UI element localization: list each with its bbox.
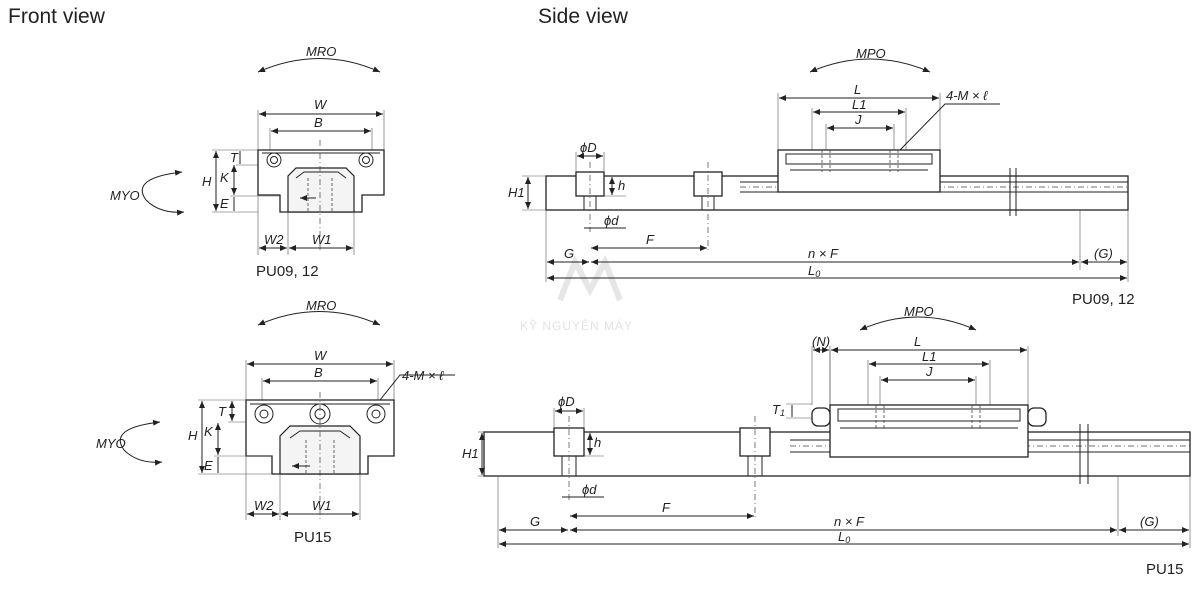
- roll-moment-arrow-small: [257, 58, 381, 73]
- dim-W1-large: W1: [312, 498, 332, 513]
- dim-H1-large: H1: [462, 446, 479, 461]
- pitch-moment-label-small: MPO: [856, 46, 886, 61]
- dim-N: (N): [812, 334, 830, 349]
- yaw-moment-label-small: MYO: [110, 188, 140, 203]
- dim-phiD-small: ϕD: [580, 140, 597, 155]
- dim-L-large: L: [914, 334, 921, 349]
- front-view-title: Front view: [8, 5, 105, 28]
- dim-G-large: G: [530, 514, 540, 529]
- screw-label-side: 4-M × ℓ: [946, 88, 988, 103]
- yaw-moment-arrow-small: [141, 169, 185, 216]
- dim-B-small: B: [314, 115, 323, 130]
- carriage-block-side-large: [829, 404, 1029, 458]
- dim-K-small: K: [220, 170, 230, 185]
- dim-E-large: E: [204, 458, 213, 473]
- dim-phid-large: ϕd: [582, 482, 597, 497]
- dim-H-large: H: [188, 428, 198, 443]
- dim-K-large: K: [204, 424, 214, 439]
- pitch-moment-arrow-small: [809, 58, 931, 73]
- dim-Gp-large: (G): [1140, 514, 1159, 529]
- roll-moment-label-small: MRO: [306, 44, 336, 59]
- caption-side-pu15: PU15: [1146, 561, 1184, 578]
- front-view-pu15: MRO W B 4-M × ℓ H T K E MYO: [96, 298, 455, 546]
- dim-G-small: G: [564, 246, 574, 261]
- watermark: KỸ NGUYÊN MÁY: [520, 254, 633, 333]
- dim-L0-large: L0: [838, 529, 850, 545]
- dim-W-small: W: [314, 97, 328, 112]
- dim-J-large: J: [925, 364, 933, 379]
- dim-Gp-small: (G): [1094, 246, 1113, 261]
- dim-nF-small: n × F: [808, 246, 839, 261]
- front-view-pu09-12: MRO W B H T K E: [110, 44, 385, 280]
- yaw-moment-label-large: MYO: [96, 436, 126, 451]
- roll-moment-arrow-large: [257, 311, 381, 326]
- dim-H-small: H: [202, 174, 212, 189]
- screw-label-front: 4-M × ℓ: [402, 368, 444, 383]
- dim-J-small: J: [854, 112, 862, 127]
- side-view-pu09-12: MPO L L1 J 4-M × ℓ: [508, 46, 1135, 308]
- dim-H1-small: H1: [508, 185, 525, 200]
- pitch-moment-arrow-large: [859, 316, 977, 331]
- caption-front-pu15: PU15: [294, 529, 332, 546]
- dim-W2-small: W2: [264, 232, 284, 247]
- dim-L0-small: L0: [808, 263, 820, 279]
- caption-side-pu09-12: PU09, 12: [1072, 291, 1135, 308]
- dim-h-small: h: [618, 178, 625, 193]
- rail-profile-front-small: [287, 167, 355, 213]
- caption-front-pu09-12: PU09, 12: [256, 263, 319, 280]
- dim-L-small: L: [854, 82, 861, 97]
- dim-L1-large: L1: [922, 349, 936, 364]
- dim-F-large: F: [662, 500, 671, 515]
- svg-text:KỸ NGUYÊN MÁY: KỸ NGUYÊN MÁY: [520, 318, 633, 333]
- dim-W2-large: W2: [254, 498, 274, 513]
- carriage-block-side-small: [777, 149, 941, 193]
- yaw-moment-arrow-large: [119, 419, 163, 466]
- dim-E-small: E: [220, 196, 229, 211]
- dim-B-large: B: [314, 365, 323, 380]
- dim-T-small: T: [230, 150, 239, 165]
- dim-T-large: T: [218, 404, 227, 419]
- dim-L1-small: L1: [852, 97, 866, 112]
- dim-T1: T1: [772, 402, 785, 418]
- dim-W-large: W: [314, 348, 328, 363]
- dim-phid-small: ϕd: [604, 213, 619, 228]
- roll-moment-label-large: MRO: [306, 298, 336, 313]
- side-view-title: Side view: [538, 5, 628, 28]
- dim-W1-small: W1: [312, 232, 332, 247]
- dim-phiD-large: ϕD: [558, 394, 575, 409]
- side-view-pu15: MPO (N) L L1 J: [462, 304, 1191, 578]
- dim-nF-large: n × F: [834, 514, 865, 529]
- dim-h-large: h: [594, 435, 601, 450]
- pitch-moment-label-large: MPO: [904, 304, 934, 319]
- dim-F-small: F: [646, 232, 655, 247]
